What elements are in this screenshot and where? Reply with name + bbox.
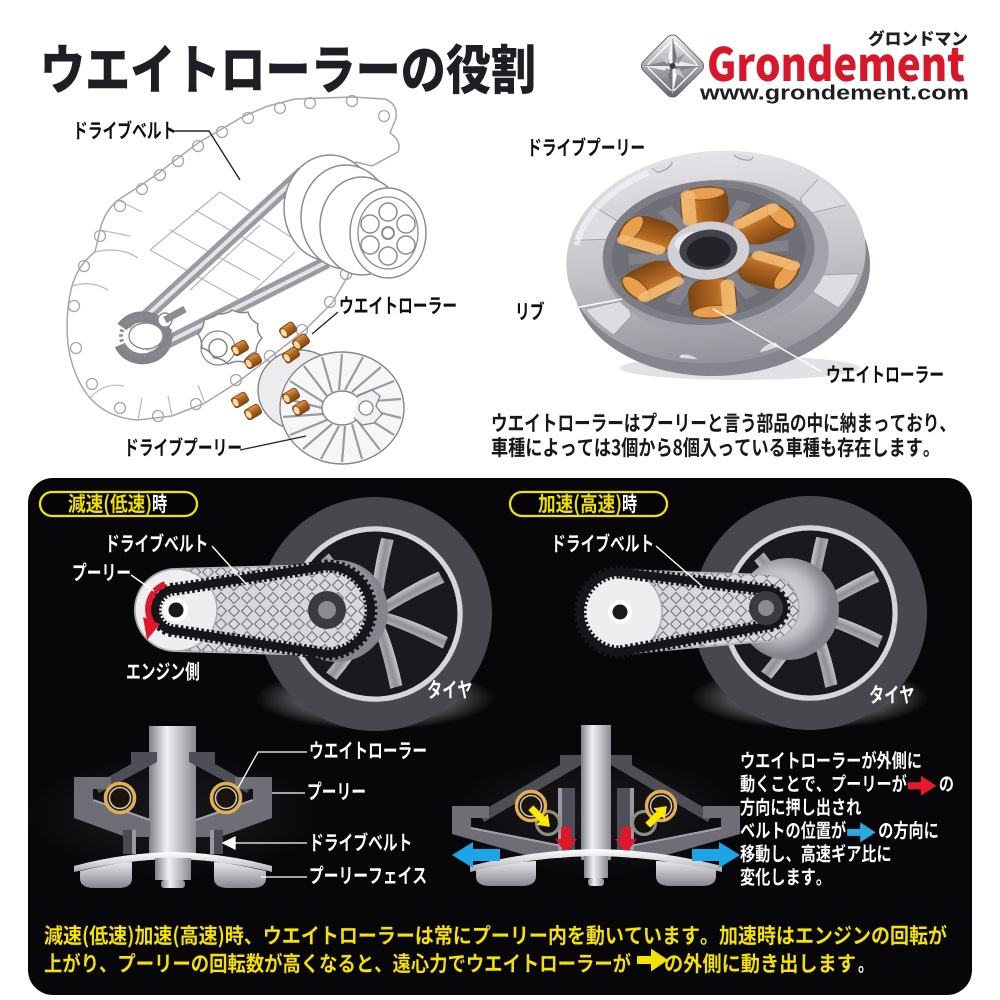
svg-text:www.grondement.com: www.grondement.com [699,83,969,105]
